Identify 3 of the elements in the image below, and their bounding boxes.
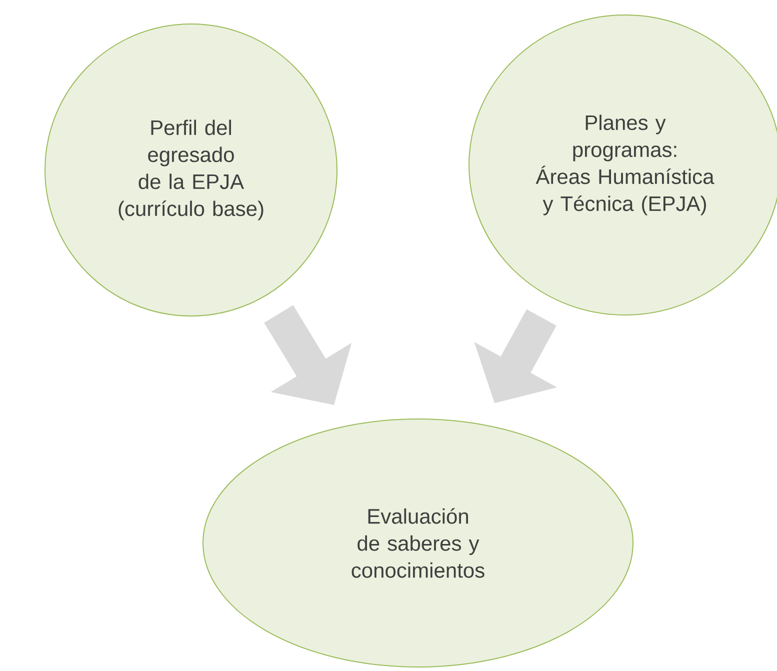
circle-node: Evaluación de saberes y conocimientos xyxy=(202,418,634,668)
circle-node: Planes y programas: Áreas Humanística y Técnica (EPJA) xyxy=(468,14,777,316)
circle-node: Perfil del egresado de la EPJA (currículo base) xyxy=(44,24,338,316)
